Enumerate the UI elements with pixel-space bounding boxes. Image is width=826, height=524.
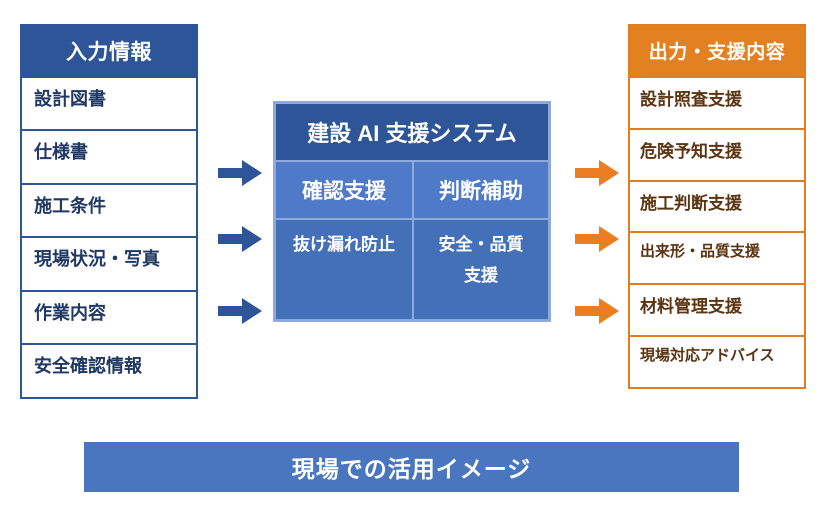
system-function-confirm: 確認支援 — [276, 160, 412, 218]
output-item-1: 危険予知支援 — [630, 127, 804, 180]
system-box-title: 建設 AI 支援システム — [276, 104, 548, 160]
output-item-label: 設計照査支援 — [640, 89, 742, 109]
input-item-label: 作業内容 — [34, 302, 106, 323]
ai-support-system-box: 建設 AI 支援システム 確認支援 判断補助 抜け漏れ防止 安全・品質支援 — [273, 101, 551, 322]
input-item-label: 安全確認情報 — [34, 356, 142, 377]
system-function-judgement: 判断補助 — [412, 160, 548, 218]
input-item-3: 現場状況・写真 — [22, 236, 196, 290]
output-item-label: 材料管理支援 — [640, 297, 742, 317]
output-support-table: 出力・支援内容 設計照査支援 危険予知支援 施工判断支援 出来形・品質支援 材料… — [628, 24, 806, 389]
output-item-label: 施工判断支援 — [640, 193, 742, 213]
output-item-3: 出来形・品質支援 — [630, 231, 804, 284]
input-information-table: 入力情報 設計図書 仕様書 施工条件 現場状況・写真 作業内容 安全確認情報 — [20, 24, 198, 399]
output-item-0: 設計照査支援 — [630, 75, 804, 128]
input-item-5: 安全確認情報 — [22, 343, 196, 397]
arrow-right-icon-output-1 — [575, 160, 619, 186]
input-item-0: 設計図書 — [22, 75, 196, 130]
system-detail-confirm: 抜け漏れ防止 — [276, 218, 412, 319]
arrow-right-icon-input-2 — [218, 226, 262, 252]
system-detail-judgement: 安全・品質支援 — [412, 218, 548, 319]
output-item-5: 現場対応アドバイス — [630, 335, 804, 387]
input-item-label: 仕様書 — [34, 142, 88, 163]
output-column-header: 出力・支援内容 — [630, 26, 804, 76]
input-column-header: 入力情報 — [22, 26, 196, 76]
arrow-right-icon-input-1 — [218, 160, 262, 186]
input-item-4: 作業内容 — [22, 289, 196, 344]
input-item-label: 設計図書 — [34, 88, 106, 109]
system-box-detail-row: 抜け漏れ防止 安全・品質支援 — [276, 218, 548, 319]
output-item-2: 施工判断支援 — [630, 179, 804, 232]
output-item-label: 現場対応アドバイス — [640, 347, 775, 365]
arrow-right-icon-input-3 — [218, 298, 262, 324]
input-item-2: 施工条件 — [22, 182, 196, 237]
output-item-label: 危険予知支援 — [640, 141, 742, 161]
output-item-4: 材料管理支援 — [630, 283, 804, 336]
system-box-function-row: 確認支援 判断補助 — [276, 160, 548, 218]
arrow-right-icon-output-3 — [575, 298, 619, 324]
input-item-label: 施工条件 — [34, 195, 106, 216]
output-item-label: 出来形・品質支援 — [640, 243, 761, 261]
arrow-right-icon-output-2 — [575, 226, 619, 252]
input-item-1: 仕様書 — [22, 129, 196, 183]
bottom-banner: 現場での活用イメージ — [84, 442, 739, 492]
input-item-label: 現場状況・写真 — [34, 249, 160, 270]
